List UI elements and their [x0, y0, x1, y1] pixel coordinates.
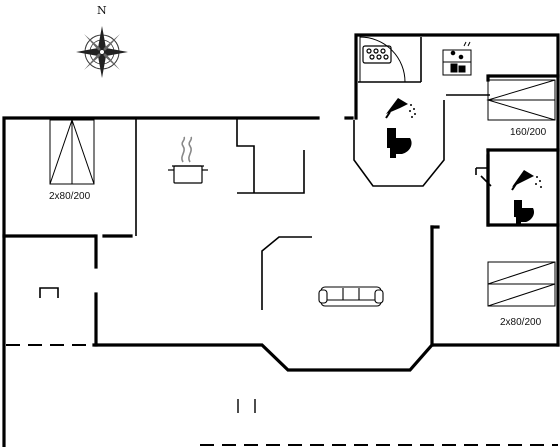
cooking-pot-icon — [168, 136, 208, 184]
compass-rose-icon — [76, 26, 128, 78]
shower-icon — [511, 170, 542, 191]
bedroom-top-right-bed-label: 160/200 — [510, 127, 547, 138]
single-beds-icon — [487, 261, 556, 307]
terrace-post — [237, 399, 256, 413]
sofa-icon — [318, 286, 384, 307]
terrace-outline — [6, 344, 558, 446]
sauna-icon — [442, 41, 472, 76]
shower-icon — [385, 98, 416, 119]
double-bed-icon — [486, 79, 556, 121]
walls — [2, 33, 560, 447]
bedroom-left-bed-label: 2x80/200 — [49, 191, 91, 202]
whirlpool-icon — [362, 45, 392, 64]
toilet-icon — [514, 200, 535, 226]
toilet-icon — [387, 128, 412, 158]
bedroom-bottom-right-bed-label: 2x80/200 — [500, 317, 542, 328]
interior-walls — [39, 36, 492, 310]
single-beds-icon — [49, 118, 95, 185]
compass-north-label: N — [97, 4, 107, 17]
